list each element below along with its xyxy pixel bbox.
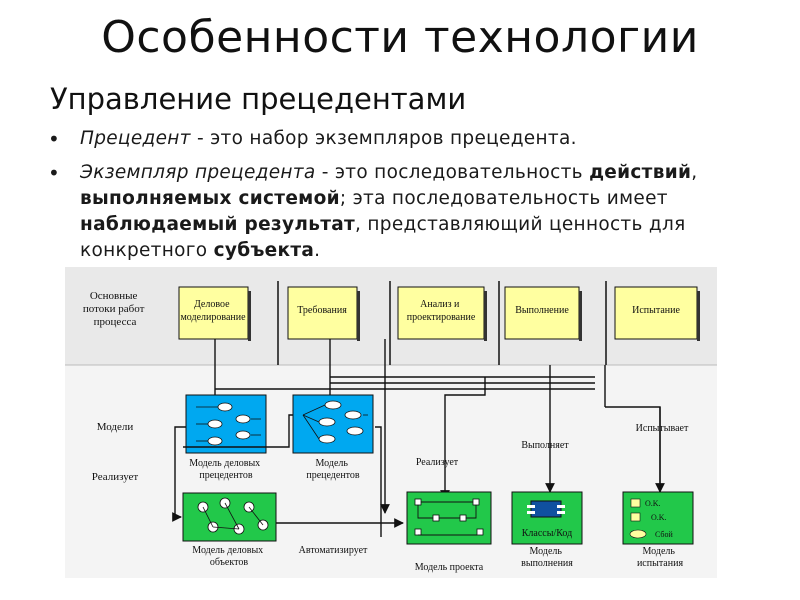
model-label: Модель деловых	[192, 545, 263, 556]
svg-text:Модель прецедентов: Модель прецедентов	[306, 458, 360, 481]
test-model-box: O.K. O.K. Сбой Модель испытания	[622, 491, 694, 569]
workflow-label: проектирование	[407, 312, 476, 323]
workflow-label: Анализ и	[420, 299, 460, 310]
bullet-text: .	[314, 240, 321, 261]
row-label-models: Модели	[97, 421, 134, 433]
relation-label-tests: Испытывает	[636, 423, 689, 434]
bullet-text: , представляющий ценность для конкретног…	[80, 214, 686, 261]
bullet-bold: субъекта	[213, 240, 315, 261]
use-case-model-box: Модель прецедентов	[292, 394, 374, 481]
bullet-term: Прецедент	[80, 128, 191, 149]
model-label: объектов	[210, 557, 248, 568]
workflow-box-implementation: Выполнение	[504, 286, 582, 341]
workflow-label: моделирование	[180, 312, 246, 323]
row-label-line: потоки работ	[83, 303, 145, 315]
svg-text:Модель выполнения: Модель выполнения	[521, 546, 573, 569]
model-label: прецедентов	[199, 470, 253, 481]
model-label: Модель	[530, 546, 563, 557]
bullet-text: - это набор экземпляров прецедента.	[190, 128, 577, 149]
bullet-text: ,	[691, 162, 698, 183]
workflow-band	[65, 267, 717, 365]
bullet-bold: наблюдаемый результат	[80, 214, 356, 235]
model-label: испытания	[637, 558, 683, 569]
relation-label-realizes: Реализует	[416, 457, 459, 468]
classes-code-label: Классы/Код	[522, 528, 572, 539]
model-label: прецедентов	[306, 470, 360, 481]
model-label: выполнения	[521, 558, 573, 569]
svg-text:Модель деловых объектов: Модель деловых объектов	[192, 545, 265, 568]
relation-label-automates: Автоматизирует	[299, 545, 368, 556]
process-diagram: Основные потоки работ процесса Модели Ре…	[65, 267, 717, 578]
status-ellipse	[629, 529, 647, 539]
svg-text:Анализ и проектирование: Анализ и проектирование	[407, 299, 476, 323]
workflow-label: Требования	[297, 305, 347, 316]
bullet-text: - это последовательность	[315, 162, 590, 183]
business-object-model-box: Модель деловых объектов	[182, 492, 277, 568]
test-result-fail: Сбой	[655, 530, 674, 539]
row-label-line: Основные	[90, 290, 138, 302]
svg-text:Модель деловых прецедент: Модель деловых прецедентов	[189, 458, 262, 481]
workflow-label: Выполнение	[515, 305, 569, 316]
test-result-ok: O.K.	[645, 499, 661, 508]
workflow-box-analysis-design: Анализ и проектирование	[397, 286, 487, 341]
dependency-lines	[214, 339, 665, 514]
bullet-item-use-case: Прецедент - это набор экземпляров прецед…	[48, 126, 768, 152]
test-result-ok: O.K.	[651, 513, 667, 522]
model-label: Модель деловых	[189, 458, 260, 469]
bullet-text: ; эта последовательность имеет	[339, 188, 668, 209]
bullet-term: Экземпляр прецедента	[80, 162, 316, 183]
workflow-box-requirements: Требования	[287, 286, 360, 341]
svg-text:Модель испытания: Модель испытания	[637, 546, 683, 569]
implementation-model-box: Классы/Код Модель выполнения	[511, 491, 583, 569]
model-label: Модель проекта	[415, 562, 484, 573]
bullet-bold: выполняемых системой	[80, 188, 340, 209]
bullet-bold: действий	[589, 162, 692, 183]
design-model-box: Модель проекта	[406, 491, 492, 573]
workflow-box-test: Испытание	[614, 286, 700, 341]
row-label-workflows: Основные потоки работ процесса	[83, 290, 147, 328]
bullet-item-use-case-instance: Экземпляр прецедента - это последователь…	[48, 160, 768, 264]
component-icon	[530, 500, 562, 518]
model-label: Модель	[643, 546, 676, 557]
workflow-label: Испытание	[632, 305, 680, 316]
workflow-separators	[277, 281, 607, 365]
relation-label-implements: Выполняет	[521, 440, 569, 451]
slide-title: Особенности технологии	[101, 12, 699, 63]
slide-subtitle: Управление прецедентами	[50, 82, 467, 116]
workflow-label: Деловое	[194, 299, 230, 310]
row-label-line: процесса	[94, 316, 137, 328]
business-use-case-model-box: Модель деловых прецедентов	[185, 394, 267, 481]
svg-text:Деловое моделирование: Деловое моделирование	[180, 299, 246, 323]
workflow-box-business-modeling: Деловое моделирование	[178, 286, 251, 341]
model-arrows	[172, 414, 404, 537]
bullet-list: Прецедент - это набор экземпляров прецед…	[48, 126, 768, 272]
model-label: Модель	[316, 458, 349, 469]
row-label-realizes: Реализует	[92, 471, 139, 483]
